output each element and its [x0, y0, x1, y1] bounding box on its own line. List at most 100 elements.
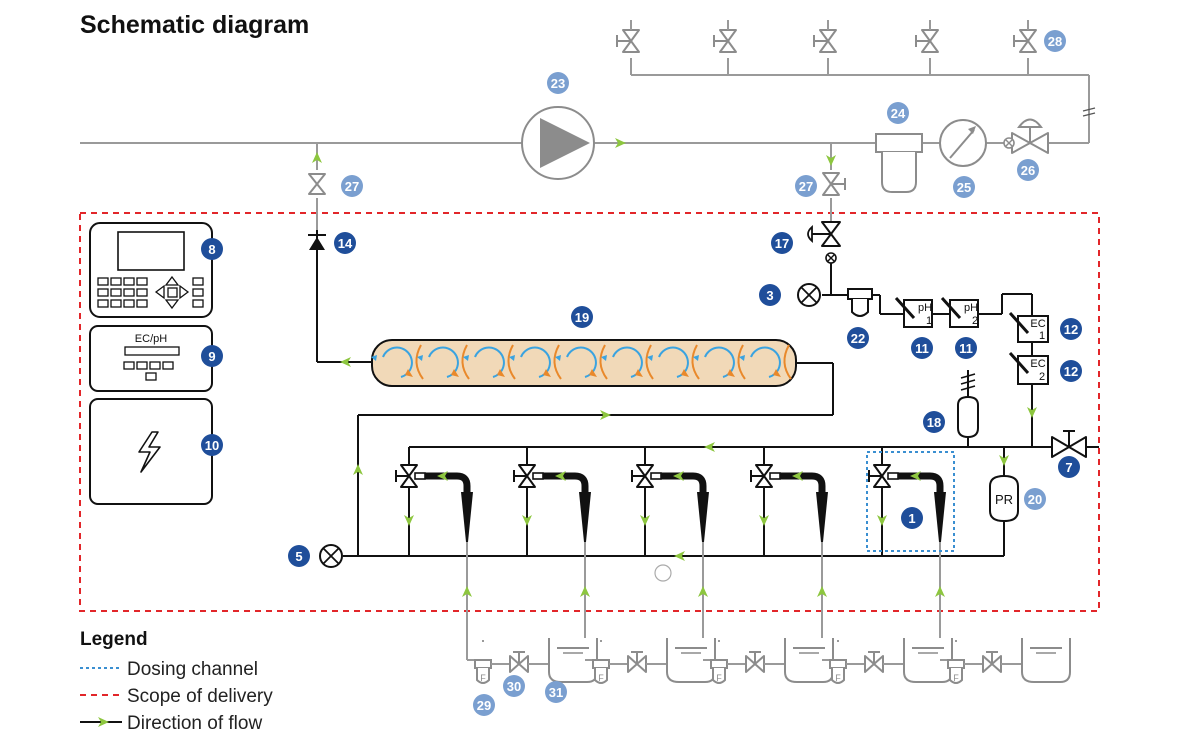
check-valve-14: 14: [308, 230, 372, 367]
gauge-25: 25: [939, 119, 987, 198]
svg-text:1: 1: [1039, 330, 1045, 342]
badge-9: [201, 345, 223, 367]
svg-text:29: 29: [477, 698, 491, 713]
svg-text:PR: PR: [995, 492, 1013, 507]
mixer-swirl: [739, 344, 792, 380]
dosing-valve: [868, 464, 899, 488]
ec-sensor-1: EC 1 12: [1008, 311, 1082, 343]
scope-of-delivery-border: [79, 212, 1100, 612]
badge-28: [1044, 30, 1066, 52]
port-5: 5: [288, 544, 343, 568]
valve-28-4: [915, 29, 939, 53]
badge-27-left: [341, 175, 363, 197]
svg-text:31: 31: [549, 685, 563, 700]
badge-11-2: [955, 337, 977, 359]
tank-set-5: F: [940, 637, 1071, 684]
svg-text:10: 10: [205, 438, 219, 453]
svg-text:EC: EC: [1030, 358, 1045, 370]
mixer-swirls: [371, 344, 792, 380]
legend: Legend Dosing channel Scope of delivery …: [80, 629, 273, 734]
badge-23: [547, 72, 569, 94]
filter-label: F: [835, 673, 841, 683]
dosing-channel-5: [868, 447, 946, 660]
svg-text:19: 19: [575, 310, 589, 325]
svg-text:12: 12: [1064, 364, 1078, 379]
svg-text:17: 17: [775, 236, 789, 251]
badge-14: [334, 232, 356, 254]
svg-text:7: 7: [1065, 460, 1072, 475]
venturi-injector: [579, 492, 591, 542]
badge-12-1: [1060, 318, 1082, 340]
badge-31: [545, 681, 567, 703]
legend-item-dosing-channel: Dosing channel: [127, 659, 258, 680]
svg-text:11: 11: [959, 341, 973, 356]
dosing-channel-4: [750, 447, 828, 660]
badge-24: [887, 102, 909, 124]
mixer-19: 19: [371, 306, 797, 387]
badge-10: [201, 434, 223, 456]
svg-text:28: 28: [1048, 34, 1062, 49]
mixer-swirl: [509, 344, 562, 380]
dosing-valve: [513, 464, 544, 488]
badge-7: [1058, 456, 1080, 478]
ph-sensor-2: pH 2 11: [940, 296, 979, 359]
dosing-channel-1: [395, 447, 473, 660]
svg-text:22: 22: [851, 331, 865, 346]
svg-text:30: 30: [507, 679, 521, 694]
controller-display: [117, 231, 185, 271]
accumulator-18: 18: [923, 370, 979, 447]
venturi-injector: [697, 492, 709, 542]
dosing-valve: [750, 464, 781, 488]
return-line-left: 27: [308, 143, 363, 230]
filter-24: 24: [875, 102, 923, 193]
distribution-line: [343, 442, 1099, 582]
dosing-channel-2: [513, 447, 591, 660]
svg-text:23: 23: [551, 76, 565, 91]
dosing-valve: [395, 464, 426, 488]
dosing-channels: [395, 447, 946, 660]
svg-text:12: 12: [1064, 322, 1078, 337]
venturi-injector: [934, 492, 946, 542]
mixer-swirl: [693, 344, 746, 380]
badge-5: [288, 545, 310, 567]
legend-item-direction-of-flow: Direction of flow: [127, 713, 262, 734]
ec-sensor-2: EC 2 12: [1008, 351, 1082, 385]
valves-28: 28: [616, 20, 1066, 75]
tank-set-1: F: [467, 637, 598, 684]
valve-17: 17: [771, 221, 841, 264]
filter-label: F: [480, 673, 486, 683]
supply-branch-right: 27: [795, 143, 846, 222]
tank-set-2: F: [585, 637, 716, 684]
mixer-swirl: [371, 344, 424, 380]
valve-28-5: [1013, 29, 1037, 53]
badge-18: [923, 411, 945, 433]
badge-3: [759, 284, 781, 306]
badge-30: [503, 675, 525, 697]
badge-25: [953, 176, 975, 198]
valve-7: 7: [1051, 430, 1087, 478]
tank-set-4: F: [822, 637, 953, 684]
mixer-swirl: [601, 344, 654, 380]
mixer-swirl: [463, 344, 516, 380]
badge-8: [201, 238, 223, 260]
port-3: 3: [759, 283, 821, 307]
tank-set-3: F: [703, 637, 834, 684]
badge-1: [901, 507, 923, 529]
svg-text:2: 2: [1039, 371, 1045, 383]
svg-text:2: 2: [972, 315, 978, 327]
lightning-icon: [138, 431, 161, 473]
svg-text:EC/pH: EC/pH: [135, 333, 167, 345]
svg-text:pH: pH: [918, 302, 932, 314]
filter-label: F: [953, 673, 959, 683]
svg-text:3: 3: [766, 288, 773, 303]
badge-26: [1017, 159, 1039, 181]
controller-8: 8: [89, 222, 223, 318]
svg-text:25: 25: [957, 180, 971, 195]
badge-29: [473, 694, 495, 716]
pump-23: 23: [521, 72, 595, 180]
mixer-return-loop: [353, 362, 834, 556]
svg-text:26: 26: [1021, 163, 1035, 178]
legend-item-scope-of-delivery: Scope of delivery: [127, 686, 273, 707]
